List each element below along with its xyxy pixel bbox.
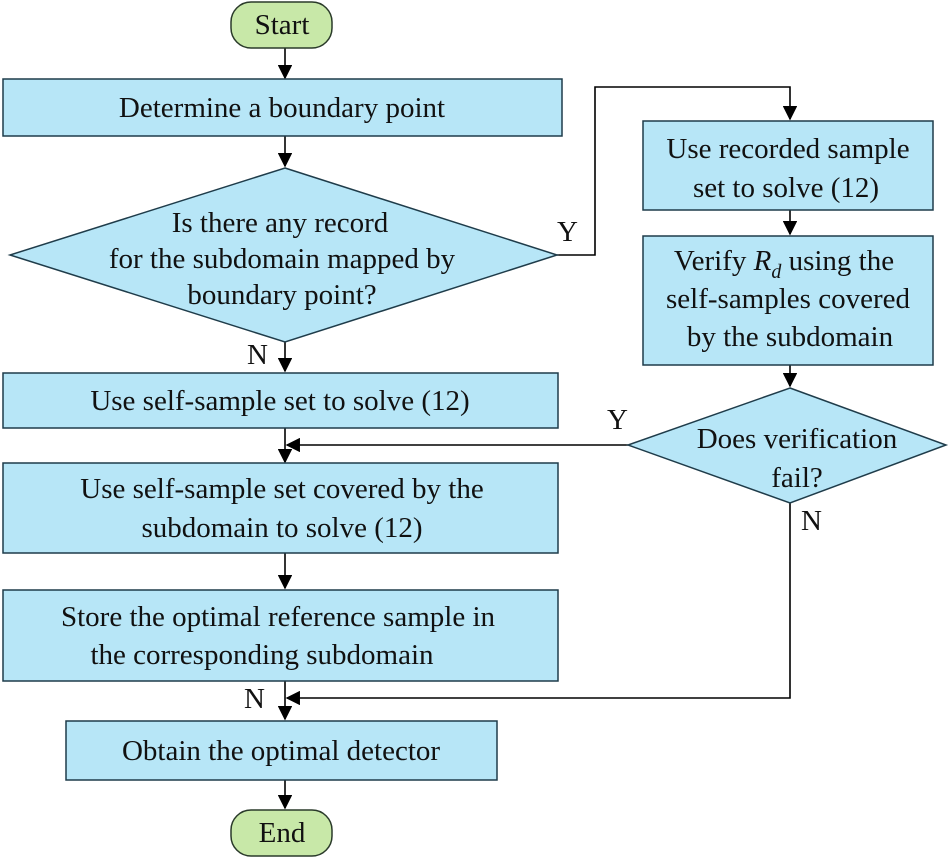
start-label: Start xyxy=(255,9,310,41)
verify-subscript: d xyxy=(771,261,782,283)
use-self-sample-label: Use self-sample set to solve (12) xyxy=(90,385,469,417)
use-self-sample-covered-line2: subdomain to solve (12) xyxy=(141,512,422,544)
edge-decision-yes-recorded xyxy=(557,86,798,256)
use-recorded-node: Use recorded sample set to solve (12) xyxy=(642,120,934,211)
edges xyxy=(277,48,798,810)
use-self-sample-covered-line1: Use self-sample set covered by the xyxy=(80,473,483,505)
verify-line1: Verify Rd using the xyxy=(674,245,894,283)
verify-var: R xyxy=(753,245,772,277)
decision-record-line2: for the subdomain mapped by xyxy=(109,243,456,275)
determine-node: Determine a boundary point xyxy=(2,78,563,137)
verify-prefix: Verify xyxy=(674,245,754,277)
use-recorded-line2: set to solve (12) xyxy=(693,172,879,204)
verify-line2: self-samples covered xyxy=(666,283,910,315)
end-label: End xyxy=(259,817,306,849)
store-line1: Store the optimal reference sample in xyxy=(61,601,496,633)
use-self-sample-node: Use self-sample set to solve (12) xyxy=(2,372,559,429)
obtain-label: Obtain the optimal detector xyxy=(122,735,440,767)
label-record-yes: Y xyxy=(557,216,578,248)
use-self-sample-covered-node: Use self-sample set covered by the subdo… xyxy=(2,462,559,554)
verify-suffix: using the xyxy=(781,245,894,277)
verify-node: Verify Rd using the self-samples covered… xyxy=(642,235,934,366)
label-record-no: N xyxy=(247,339,268,371)
decision-verify-node: Does verification fail? xyxy=(625,387,949,504)
start-node: Start xyxy=(230,1,333,49)
decision-record-line3: boundary point? xyxy=(187,279,376,311)
end-node: End xyxy=(230,809,333,857)
label-verify-yes: Y xyxy=(607,404,628,436)
obtain-node: Obtain the optimal detector xyxy=(65,720,498,781)
decision-verify-line1: Does verification xyxy=(697,423,898,455)
verify-line3: by the subdomain xyxy=(687,321,894,353)
label-merge-no: N xyxy=(244,683,265,715)
determine-label: Determine a boundary point xyxy=(119,92,445,124)
edge-verify-no-merge xyxy=(285,503,791,706)
decision-verify-line2: fail? xyxy=(771,462,823,494)
label-verify-no: N xyxy=(801,505,822,537)
store-node: Store the optimal reference sample in th… xyxy=(2,589,559,682)
use-recorded-line1: Use recorded sample xyxy=(666,133,909,165)
decision-record-line1: Is there any record xyxy=(172,207,389,239)
store-line2: the corresponding subdomain xyxy=(90,639,434,671)
decision-record-node: Is there any record for the subdomain ma… xyxy=(7,167,560,343)
